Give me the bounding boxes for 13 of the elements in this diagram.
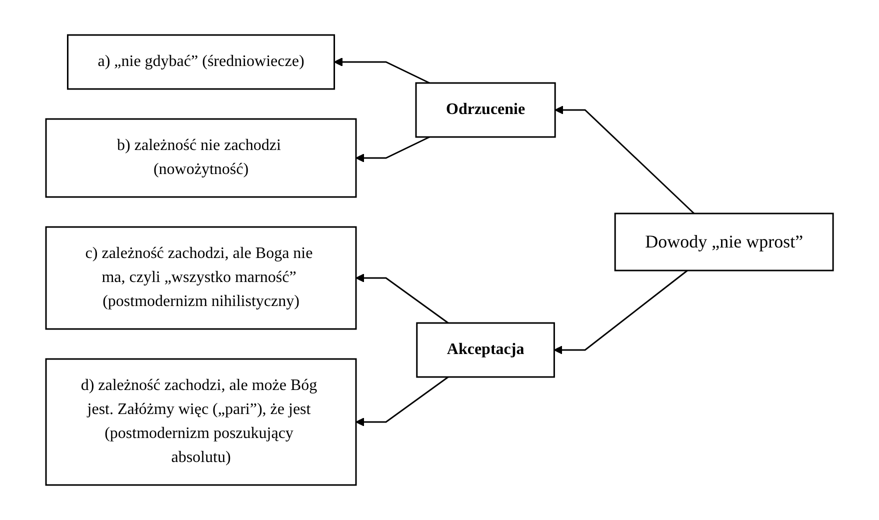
node-box: d) zależność zachodzi, ale może Bóg jest. Załóżmy więc („pari”), że jest (postmodernizm poszukujący absolutu) [45,358,357,486]
node-box: c) zależność zachodzi, ale Boga nie ma, czyli „wszystko marność” (postmodernizm nihilistyczny) [45,226,357,330]
node-box: a) „nie gdybać” (średniowiecze) [66,34,335,90]
arrow [356,274,449,324]
node-box: Akceptacja [416,322,555,378]
arrow [356,136,430,162]
node-box: Odrzucenie [415,82,556,138]
arrow [554,270,688,354]
node-box: b) zależność nie zachodzi (nowożytność) [45,118,357,198]
node-box: Dowody „nie wprost” [614,212,834,272]
arrow [356,376,449,426]
arrow [554,106,695,214]
arrow [334,58,430,84]
